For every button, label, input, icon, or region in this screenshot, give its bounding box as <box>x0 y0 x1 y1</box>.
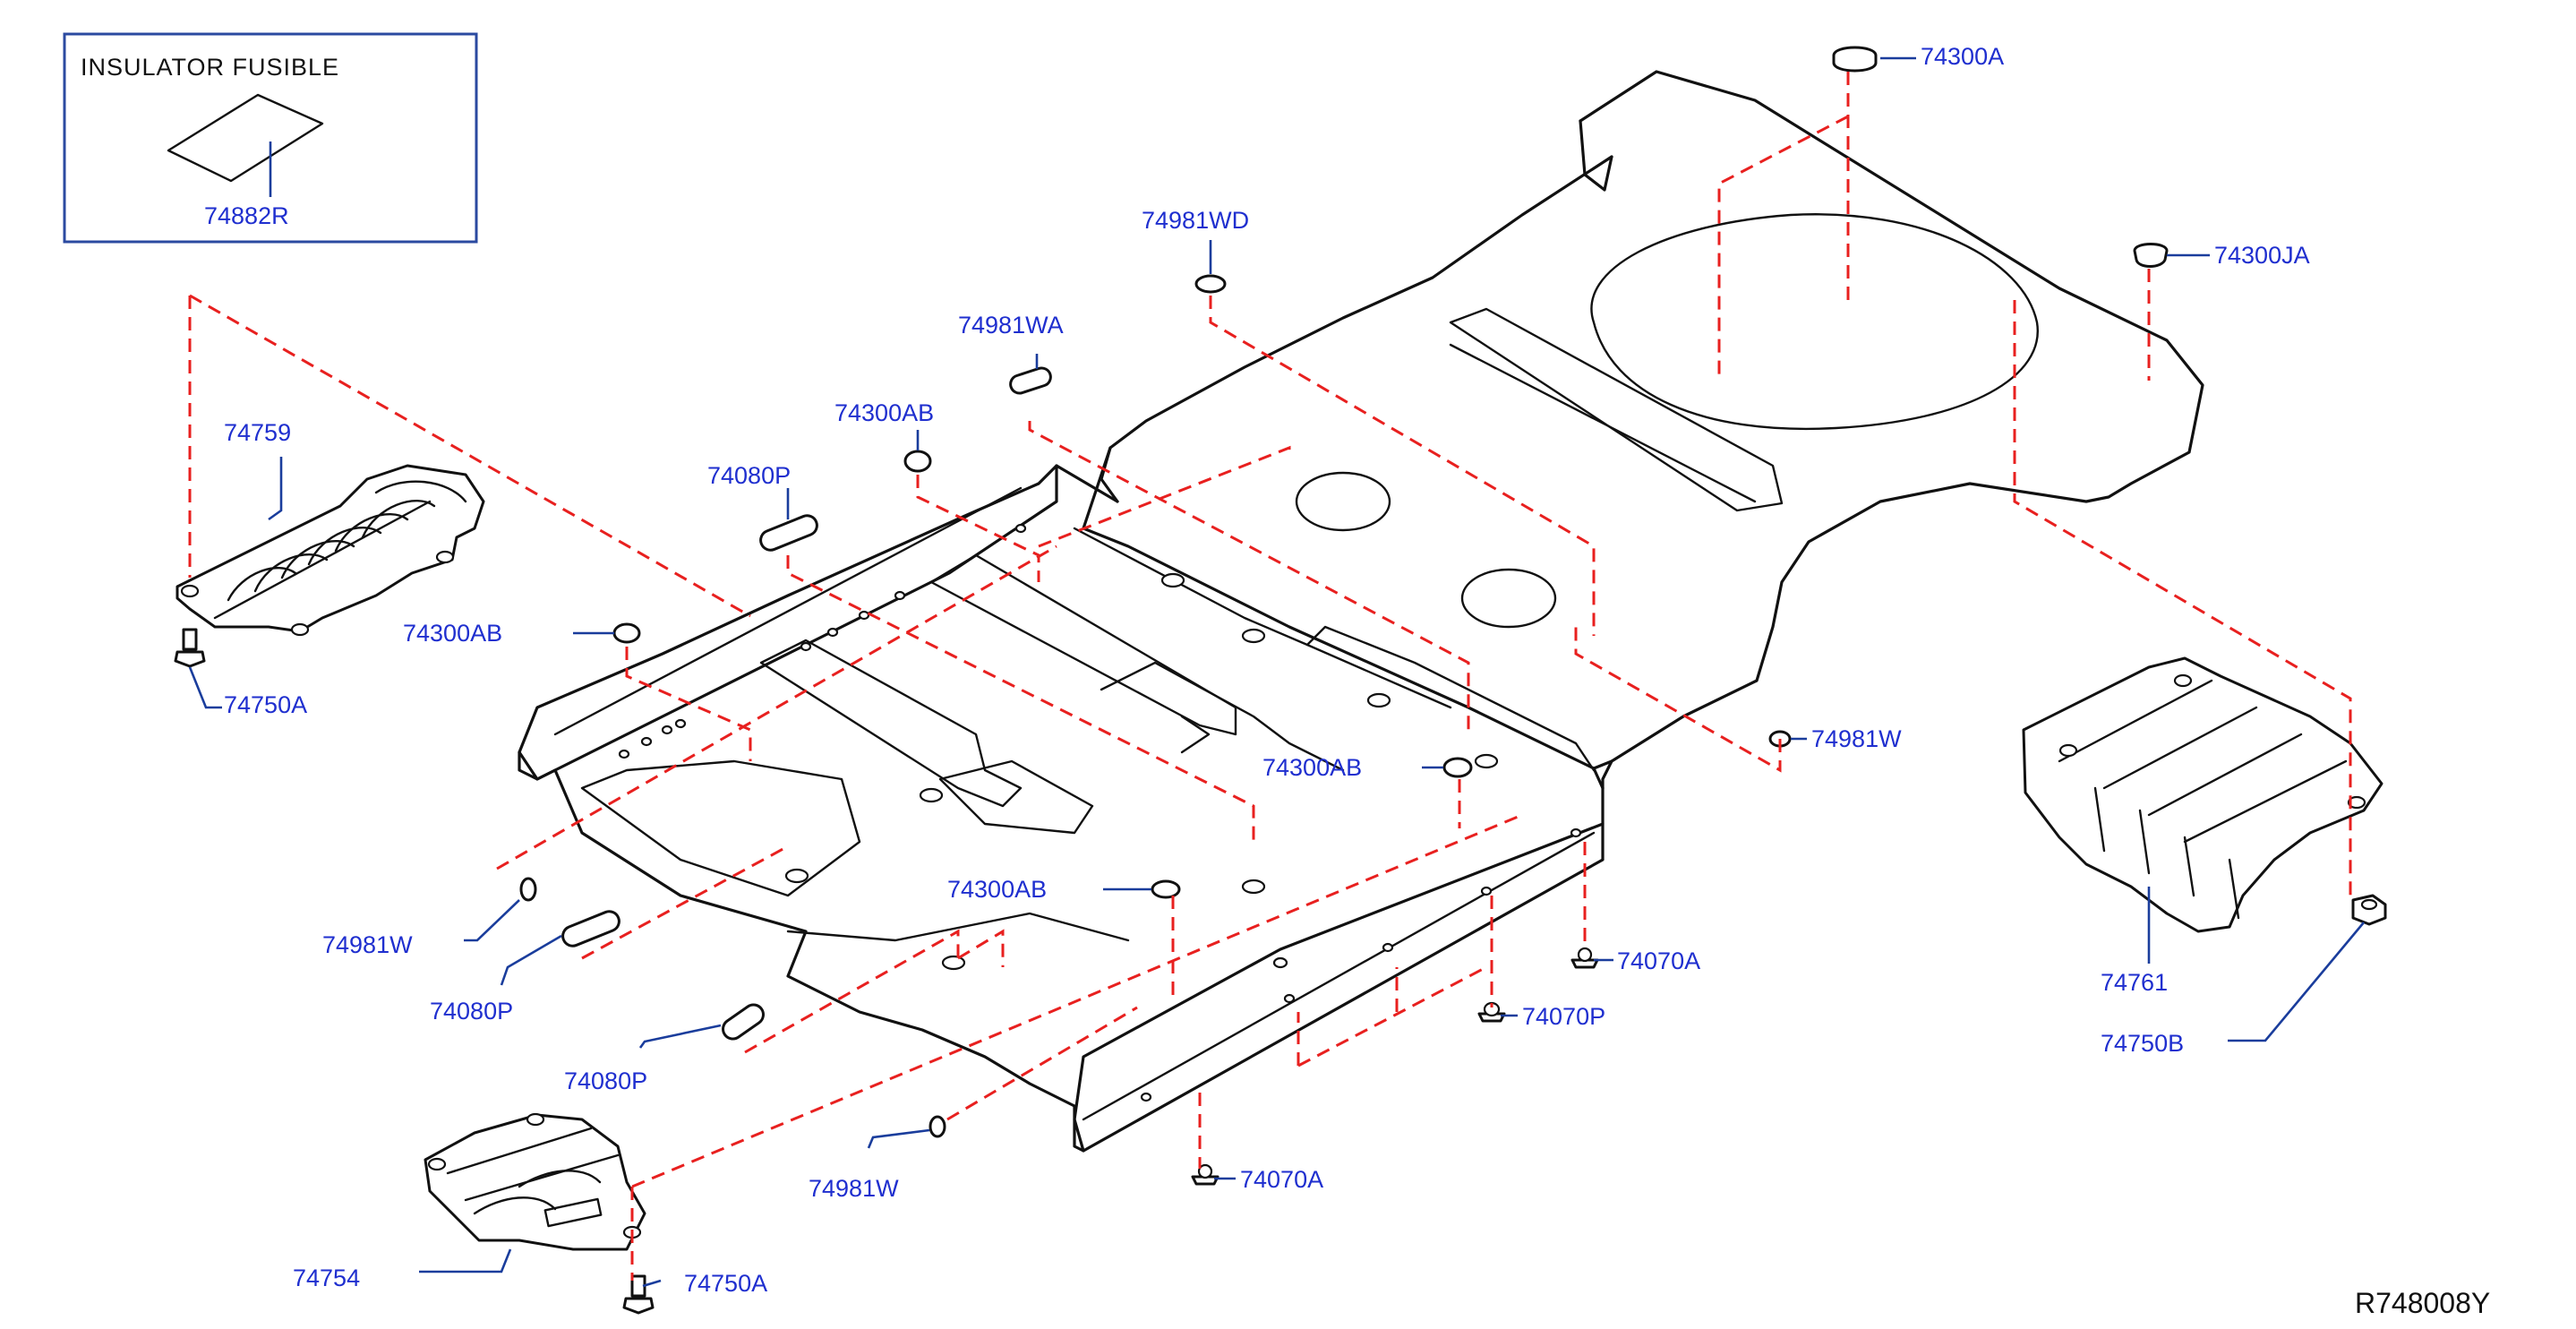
floor-holes <box>618 523 1582 1102</box>
plug-74080P-mid <box>561 910 620 947</box>
label-74761: 74761 <box>2101 969 2168 996</box>
insulator-74754 <box>424 1112 646 1251</box>
plug-74080P-top <box>759 514 818 552</box>
clip-74070P <box>1477 1001 1506 1023</box>
label-74070P: 74070P <box>1522 1003 1605 1030</box>
plug-74300AB-low <box>1151 879 1181 899</box>
bolt-74750A-bottom <box>622 1274 655 1315</box>
label-74080P-low: 74080P <box>564 1067 647 1094</box>
label-74750A-bottom: 74750A <box>684 1270 767 1297</box>
plug-74300A <box>1832 46 1878 73</box>
label-74981WA: 74981WA <box>958 312 1064 339</box>
label-74300AB-mid: 74300AB <box>1262 754 1362 781</box>
label-74070A-right: 74070A <box>1617 947 1700 974</box>
label-74981WD: 74981WD <box>1142 207 1249 234</box>
plug-74981W-left <box>519 877 537 902</box>
label-74981W-right: 74981W <box>1811 725 1902 752</box>
plug-74981W-bottom <box>929 1115 946 1138</box>
nut-74750B <box>2351 894 2387 926</box>
label-74300A: 74300A <box>1921 43 2004 70</box>
plug-74300AB-left <box>612 622 641 644</box>
assembly-lines <box>188 72 2352 1281</box>
inset-box: INSULATOR FUSIBLE 74882R <box>63 32 478 244</box>
label-74754: 74754 <box>293 1265 360 1291</box>
label-74070A-bottom: 74070A <box>1240 1166 1323 1193</box>
label-74750B: 74750B <box>2101 1030 2184 1057</box>
floor-body <box>518 70 2204 1153</box>
plug-74981WD <box>1194 274 1227 294</box>
insulator-pad-shape <box>167 93 324 183</box>
label-74750A-left: 74750A <box>224 691 307 718</box>
plug-74981WA <box>1009 366 1052 395</box>
inset-title: INSULATOR FUSIBLE <box>81 54 339 81</box>
label-74300AB-left: 74300AB <box>403 620 502 647</box>
plug-74080P-low <box>722 1003 765 1041</box>
clip-74070A-bottom <box>1191 1163 1220 1186</box>
label-74882R: 74882R <box>204 202 289 229</box>
reference-code: R748008Y <box>2355 1287 2490 1319</box>
label-74981W-bottom: 74981W <box>809 1175 899 1202</box>
label-74080P-mid: 74080P <box>430 998 513 1025</box>
label-74759: 74759 <box>224 419 291 446</box>
label-74300AB-top: 74300AB <box>834 399 934 426</box>
leader-lines <box>188 56 2365 1288</box>
part-labels: 74759 74750A 74300AB 74080P 74300AB 7498… <box>224 43 2310 1297</box>
label-74080P-top: 74080P <box>707 462 791 489</box>
bolt-74750A-left <box>174 628 206 668</box>
label-74300AB-low: 74300AB <box>947 876 1047 903</box>
insulator-74761 <box>2022 656 2383 933</box>
clip-74070A-right <box>1570 947 1599 969</box>
insulator-74759 <box>175 464 485 637</box>
small-parts <box>174 46 2387 1315</box>
plug-74300AB-mid <box>1442 757 1473 778</box>
plug-74300JA <box>2133 243 2169 268</box>
label-74981W-left: 74981W <box>322 931 413 958</box>
plug-74300AB-top <box>903 450 932 473</box>
label-74300JA: 74300JA <box>2214 242 2310 269</box>
